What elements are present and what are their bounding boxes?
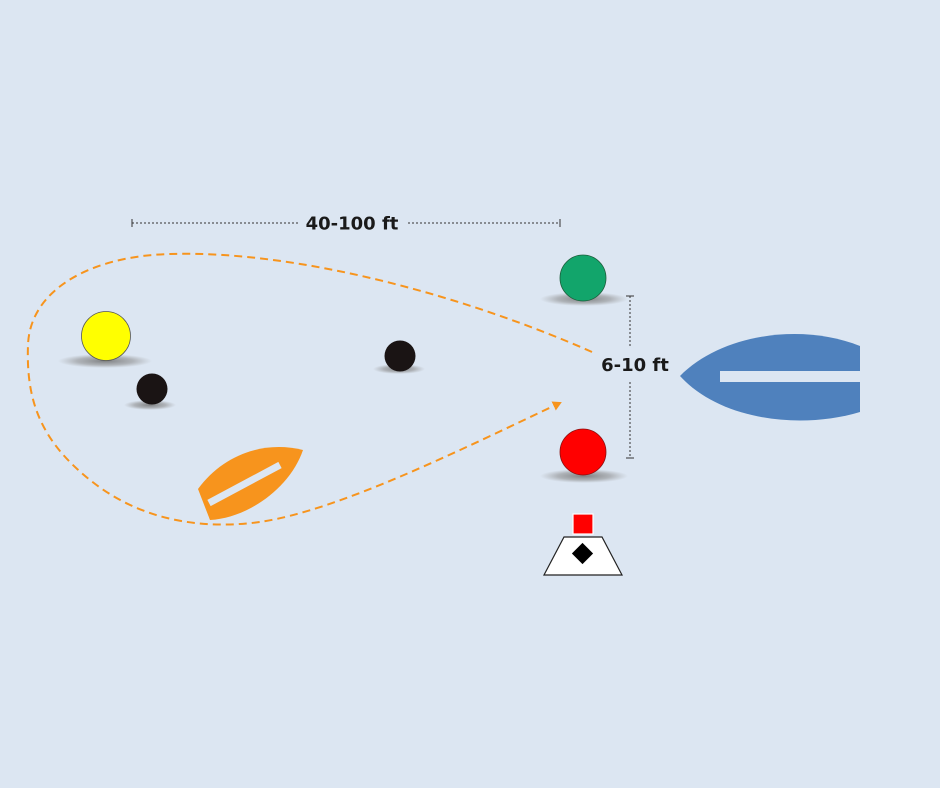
yellow-buoy-shadow xyxy=(58,354,152,368)
gap-label: 6-10 ft xyxy=(601,355,669,376)
distance-label: 40-100 ft xyxy=(306,214,399,235)
sailboat-hull-icon xyxy=(680,333,862,421)
green-buoy xyxy=(559,254,607,302)
black-buoy-middle xyxy=(384,340,416,372)
red-buoy xyxy=(559,428,607,476)
sailboat-hull-icon xyxy=(198,447,303,520)
committee-boat-icon xyxy=(543,513,623,576)
red-buoy-shadow xyxy=(540,469,628,483)
gap-dimension: 6-10 ft xyxy=(601,295,669,459)
yellow-buoy xyxy=(81,311,131,361)
course-path xyxy=(26,252,593,526)
distance-dimension: 40-100 ft xyxy=(131,214,561,235)
black-buoy-left xyxy=(136,373,168,405)
black-buoy-left-shadow xyxy=(124,400,176,410)
